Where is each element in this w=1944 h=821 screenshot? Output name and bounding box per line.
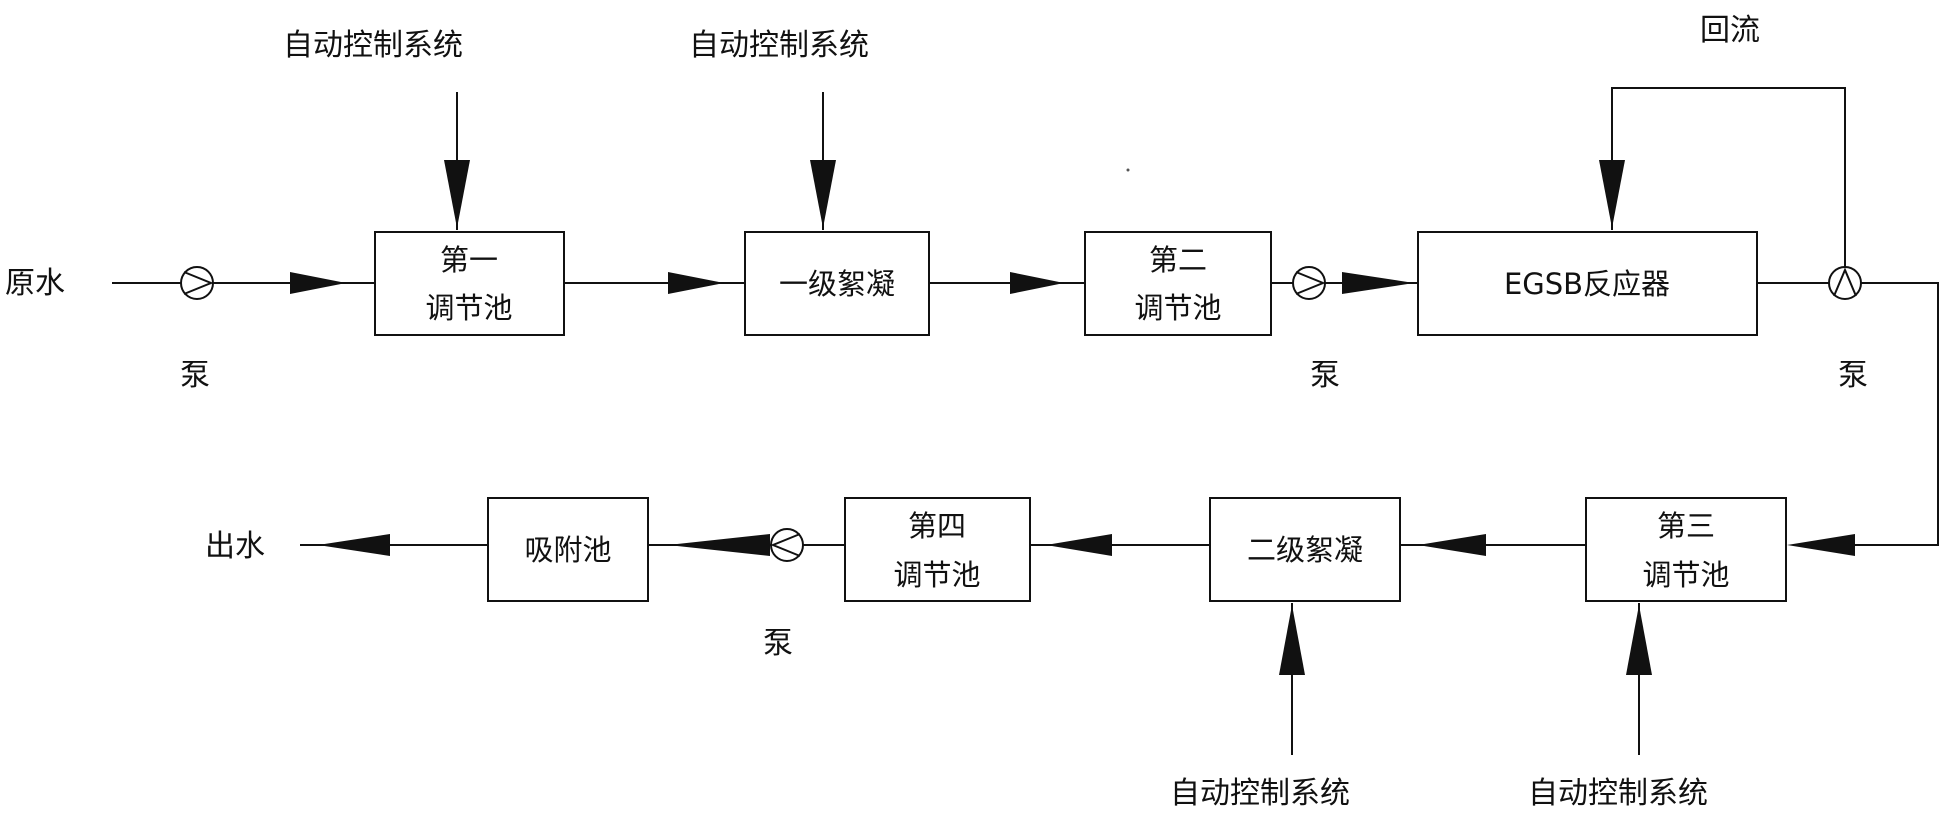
flow-arrow-icon xyxy=(318,534,390,556)
egsb-reactor-label: EGSB反应器 xyxy=(1504,267,1670,301)
tank-2-line2: 调节池 xyxy=(1134,291,1221,325)
flow-arrow-icon xyxy=(1599,160,1625,228)
pump-icon xyxy=(180,266,214,300)
flow-arrow-icon xyxy=(444,160,470,228)
tank-1-box xyxy=(374,231,565,336)
stray-dot xyxy=(1126,168,1130,172)
flow-arrow-icon xyxy=(1787,534,1855,556)
pump-icon xyxy=(770,528,804,562)
floc-2-label: 二级絮凝 xyxy=(1247,533,1363,567)
flow-arrow-icon xyxy=(1626,605,1652,675)
flow-arrow-icon xyxy=(1279,605,1305,675)
pump-icon xyxy=(1828,266,1862,300)
control-label-3: 自动控制系统 xyxy=(1170,776,1350,811)
tank-4-line2: 调节池 xyxy=(893,558,980,592)
pump-label-4: 泵 xyxy=(763,626,793,661)
pump-label-2: 泵 xyxy=(1310,358,1340,393)
inlet-label: 原水 xyxy=(5,266,65,301)
adsorption-tank-label: 吸附池 xyxy=(524,533,611,567)
flow-arrow-icon xyxy=(810,160,836,228)
recycle-line xyxy=(1611,87,1846,270)
adsorption-tank-box xyxy=(487,497,649,602)
floc-2-box xyxy=(1209,497,1401,602)
floc-1-label: 一级絮凝 xyxy=(779,267,895,301)
egsb-reactor-box xyxy=(1417,231,1758,336)
flow-arrow-icon xyxy=(668,272,724,294)
flow-arrow-icon xyxy=(668,534,770,556)
floc-1-box xyxy=(744,231,930,336)
flow-arrow-icon xyxy=(290,272,346,294)
pump-icon xyxy=(1292,266,1326,300)
tank-2-line1: 第二 xyxy=(1149,243,1207,277)
control-label-4: 自动控制系统 xyxy=(1528,776,1708,811)
tank-3-line1: 第三 xyxy=(1657,509,1715,543)
flow-arrow-icon xyxy=(1046,534,1112,556)
control-label-1: 自动控制系统 xyxy=(283,28,463,63)
tank-4-line1: 第四 xyxy=(908,509,966,543)
recycle-label: 回流 xyxy=(1700,13,1760,48)
control-label-2: 自动控制系统 xyxy=(689,28,869,63)
tank-3-box xyxy=(1585,497,1787,602)
flow-arrow-icon xyxy=(1418,534,1486,556)
pump-label-3: 泵 xyxy=(1838,358,1868,393)
pump-label-1: 泵 xyxy=(180,358,210,393)
flow-arrow-icon xyxy=(1010,272,1064,294)
flow-arrow-icon xyxy=(1342,272,1414,294)
tank-1-line2: 调节池 xyxy=(425,291,512,325)
outlet-label: 出水 xyxy=(205,529,265,564)
tank-4-box xyxy=(844,497,1031,602)
tank-1-line1: 第一 xyxy=(440,243,498,277)
tank-3-line2: 调节池 xyxy=(1642,558,1729,592)
